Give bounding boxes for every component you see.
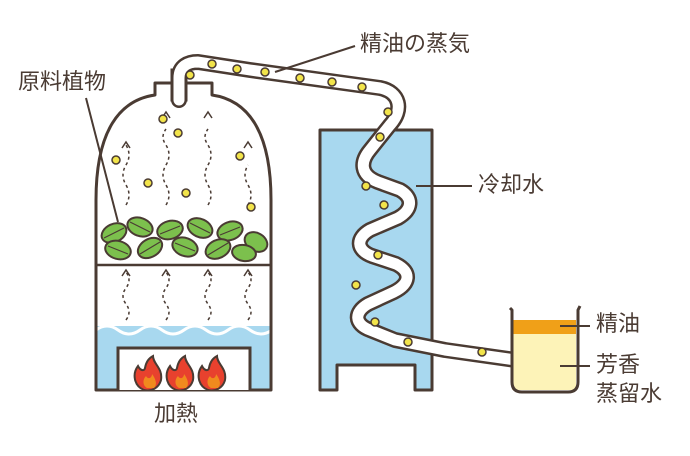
upper-steam — [122, 128, 252, 206]
label-vapor: 精油の蒸気 — [360, 32, 471, 57]
beaker-outline — [508, 305, 582, 394]
label-plant: 原料植物 — [18, 70, 107, 95]
label-oil: 精油 — [596, 312, 641, 337]
plant-leaves — [100, 216, 269, 263]
dome-droplets — [111, 96, 256, 212]
water-surface — [95, 324, 273, 336]
leaf-veins — [103, 221, 241, 256]
label-coolant: 冷却水 — [478, 173, 545, 198]
dome-outline — [94, 81, 273, 392]
flame-icon — [165, 354, 195, 392]
flame-icon — [133, 354, 163, 392]
label-hydrosol-line2: 蒸留水 — [596, 382, 663, 407]
leader-plant — [85, 97, 119, 223]
hydrosol-layer — [512, 333, 576, 390]
lower-steam — [122, 271, 252, 321]
leader-lines — [85, 45, 590, 367]
flame-icon — [197, 354, 227, 392]
oil-layer — [512, 320, 576, 334]
label-heat: 加熱 — [154, 402, 199, 427]
burner — [116, 346, 252, 392]
pipe-droplets — [185, 59, 487, 357]
beaker — [508, 305, 582, 394]
leader-vapor — [274, 45, 356, 73]
upper-steam-arrows — [121, 110, 253, 149]
lower-steam-arrows — [121, 268, 253, 277]
label-hydrosol-line1: 芳香 — [596, 353, 641, 378]
vapor-pipe — [171, 54, 538, 370]
